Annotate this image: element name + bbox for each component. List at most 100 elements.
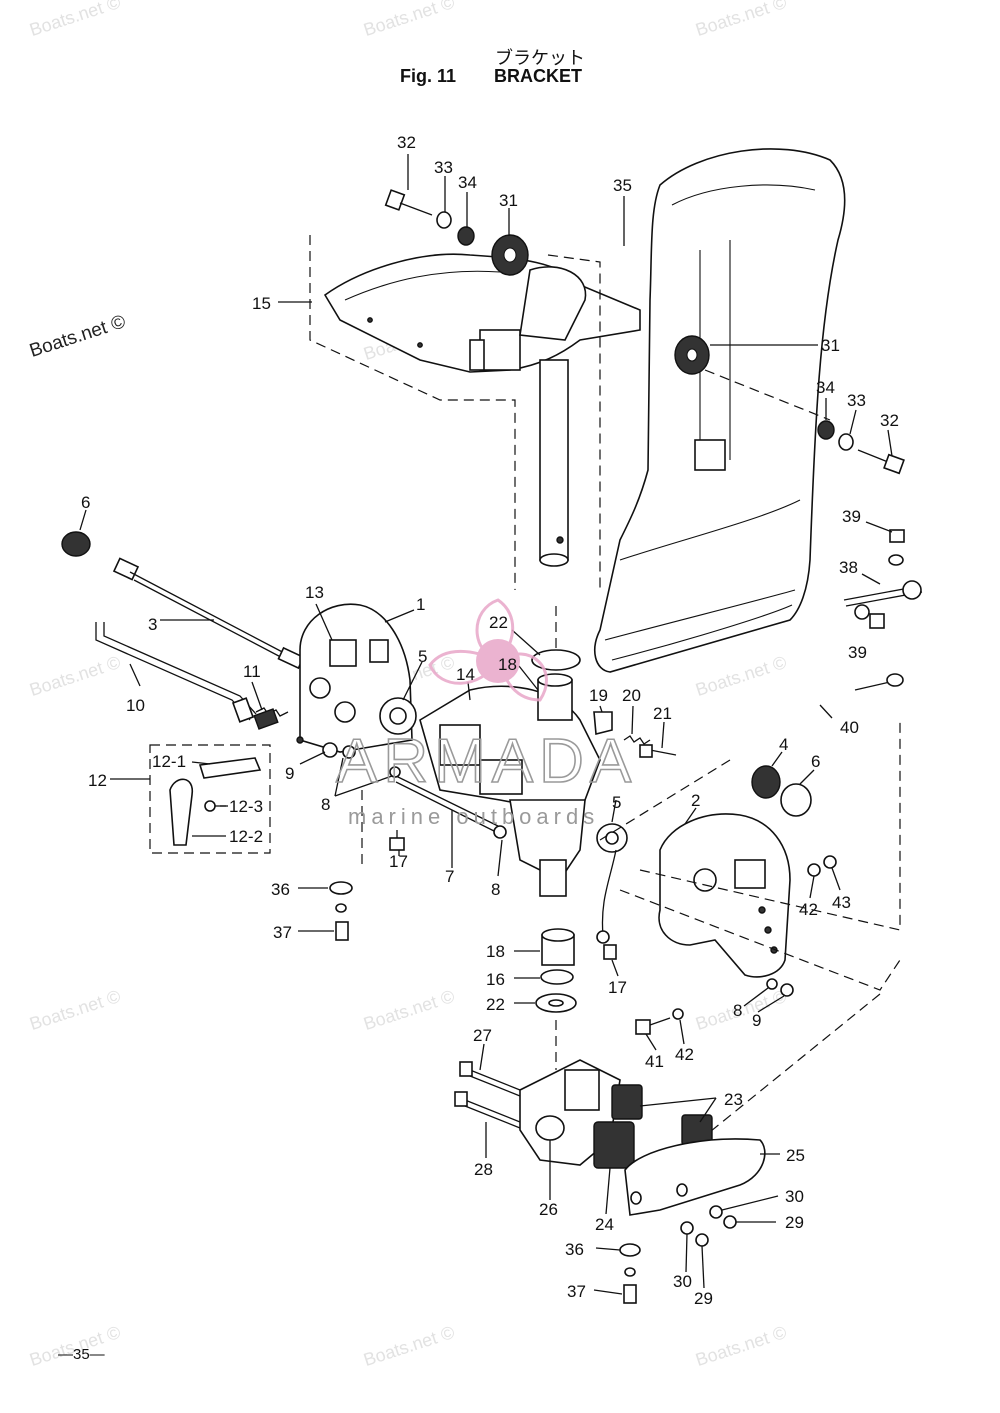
callout-7: 7 (445, 867, 454, 886)
pivot-bushing (334, 697, 417, 735)
lower-rubber-housing (624, 1138, 766, 1216)
callout-33: 33 (847, 391, 866, 410)
left-washer-36-37 (329, 881, 353, 941)
callout-30: 30 (785, 1187, 804, 1206)
brand-name: ARMADA (336, 727, 637, 796)
callout-4: 4 (779, 735, 788, 754)
stopper-plate (843, 529, 923, 629)
callout-5: 5 (612, 793, 621, 812)
callout-6: 6 (811, 752, 820, 771)
lower-washer-36-37 (619, 1243, 641, 1304)
callout-12-1: 12-1 (152, 752, 186, 771)
page-number: —35— (58, 1346, 105, 1363)
callout-36: 36 (565, 1240, 584, 1259)
callout-14: 14 (456, 665, 475, 684)
figure-number: Fig. 11 (400, 66, 457, 86)
grease-fitting (389, 830, 405, 851)
callout-28: 28 (474, 1160, 493, 1179)
leader-lines (79, 154, 893, 1295)
lower-nuts-29-30 (680, 1205, 737, 1247)
nuts-8-9-right (766, 978, 794, 997)
callout-12-3: 12-3 (229, 797, 263, 816)
callout-12: 12 (88, 771, 107, 790)
callout-30: 30 (673, 1272, 692, 1291)
figure-title: BRACKET (494, 66, 582, 86)
callout-25: 25 (786, 1146, 805, 1165)
right-clamp-bracket (658, 813, 791, 978)
title-japanese: ブラケット (495, 48, 585, 69)
callout-29: 29 (694, 1289, 713, 1308)
callout-23: 23 (724, 1090, 743, 1109)
lower-bushing (541, 928, 575, 966)
spring (253, 707, 289, 730)
ground-lead (596, 673, 904, 944)
callout-8: 8 (733, 1001, 742, 1020)
callout-22: 22 (489, 613, 508, 632)
callout-43: 43 (832, 893, 851, 912)
callout-31: 31 (821, 336, 840, 355)
drive-shaft-housing (594, 148, 846, 673)
callout-39: 39 (842, 507, 861, 526)
nuts-42-43 (807, 855, 837, 877)
callout-21: 21 (653, 704, 672, 723)
friction-spring (623, 735, 651, 745)
callout-32: 32 (880, 411, 899, 430)
upper-rubber-mount (491, 234, 529, 276)
upper-bolt-set (384, 189, 475, 246)
upper-mount-bracket (323, 253, 641, 373)
callout-9: 9 (752, 1011, 761, 1030)
callout-17: 17 (608, 978, 627, 997)
right-cap-and-nut (751, 765, 812, 817)
callout-38: 38 (839, 558, 858, 577)
callout-10: 10 (126, 696, 145, 715)
brand-subtitle: marine outboards (348, 804, 599, 829)
callout-3: 3 (148, 615, 157, 634)
side-bolt-set (817, 420, 905, 475)
callout-33: 33 (434, 158, 453, 177)
friction-piece (593, 711, 613, 736)
trim-rod-assembly (169, 757, 262, 846)
callout-24: 24 (595, 1215, 614, 1234)
side-rubber-mount (674, 335, 710, 375)
callout-34: 34 (816, 378, 835, 397)
callout-29: 29 (785, 1213, 804, 1232)
callout-35: 35 (613, 176, 632, 195)
callout-27: 27 (473, 1026, 492, 1045)
tilt-shaft (61, 531, 305, 670)
callout-22: 22 (486, 995, 505, 1014)
callout-39: 39 (848, 643, 867, 662)
callout-1: 1 (416, 595, 425, 614)
armada-logo: ARMADA marine outboards (335, 598, 637, 829)
lower-bolts-27-28 (454, 1061, 521, 1129)
callout-6: 6 (81, 493, 90, 512)
callout-13: 13 (305, 583, 324, 602)
callout-labels: 32 33 34 31 35 15 31 34 33 32 6 39 38 39… (81, 133, 899, 1308)
callout-37: 37 (567, 1282, 586, 1301)
callout-20: 20 (622, 686, 641, 705)
callout-9: 9 (285, 764, 294, 783)
callout-18: 18 (486, 942, 505, 961)
callout-34: 34 (458, 173, 477, 192)
lower-washer (535, 993, 577, 1013)
callout-32: 32 (397, 133, 416, 152)
callout-26: 26 (539, 1200, 558, 1219)
lower-grease-fitting (603, 944, 617, 960)
trim-rod-group-box (149, 744, 271, 854)
steering-shaft (539, 359, 569, 567)
callout-8: 8 (321, 795, 330, 814)
callout-40: 40 (840, 718, 859, 737)
callout-36: 36 (271, 880, 290, 899)
callout-37: 37 (273, 923, 292, 942)
bracket-bolt (635, 1008, 684, 1035)
washer-nut-left (322, 742, 507, 839)
callout-12-2: 12-2 (229, 827, 263, 846)
friction-bolt (639, 744, 677, 758)
callout-18: 18 (498, 655, 517, 674)
lower-snap-ring (540, 969, 574, 985)
tilt-lever-rod (95, 622, 257, 723)
tilt-pin (395, 775, 499, 833)
callout-42: 42 (675, 1045, 694, 1064)
right-bushing (596, 823, 628, 853)
